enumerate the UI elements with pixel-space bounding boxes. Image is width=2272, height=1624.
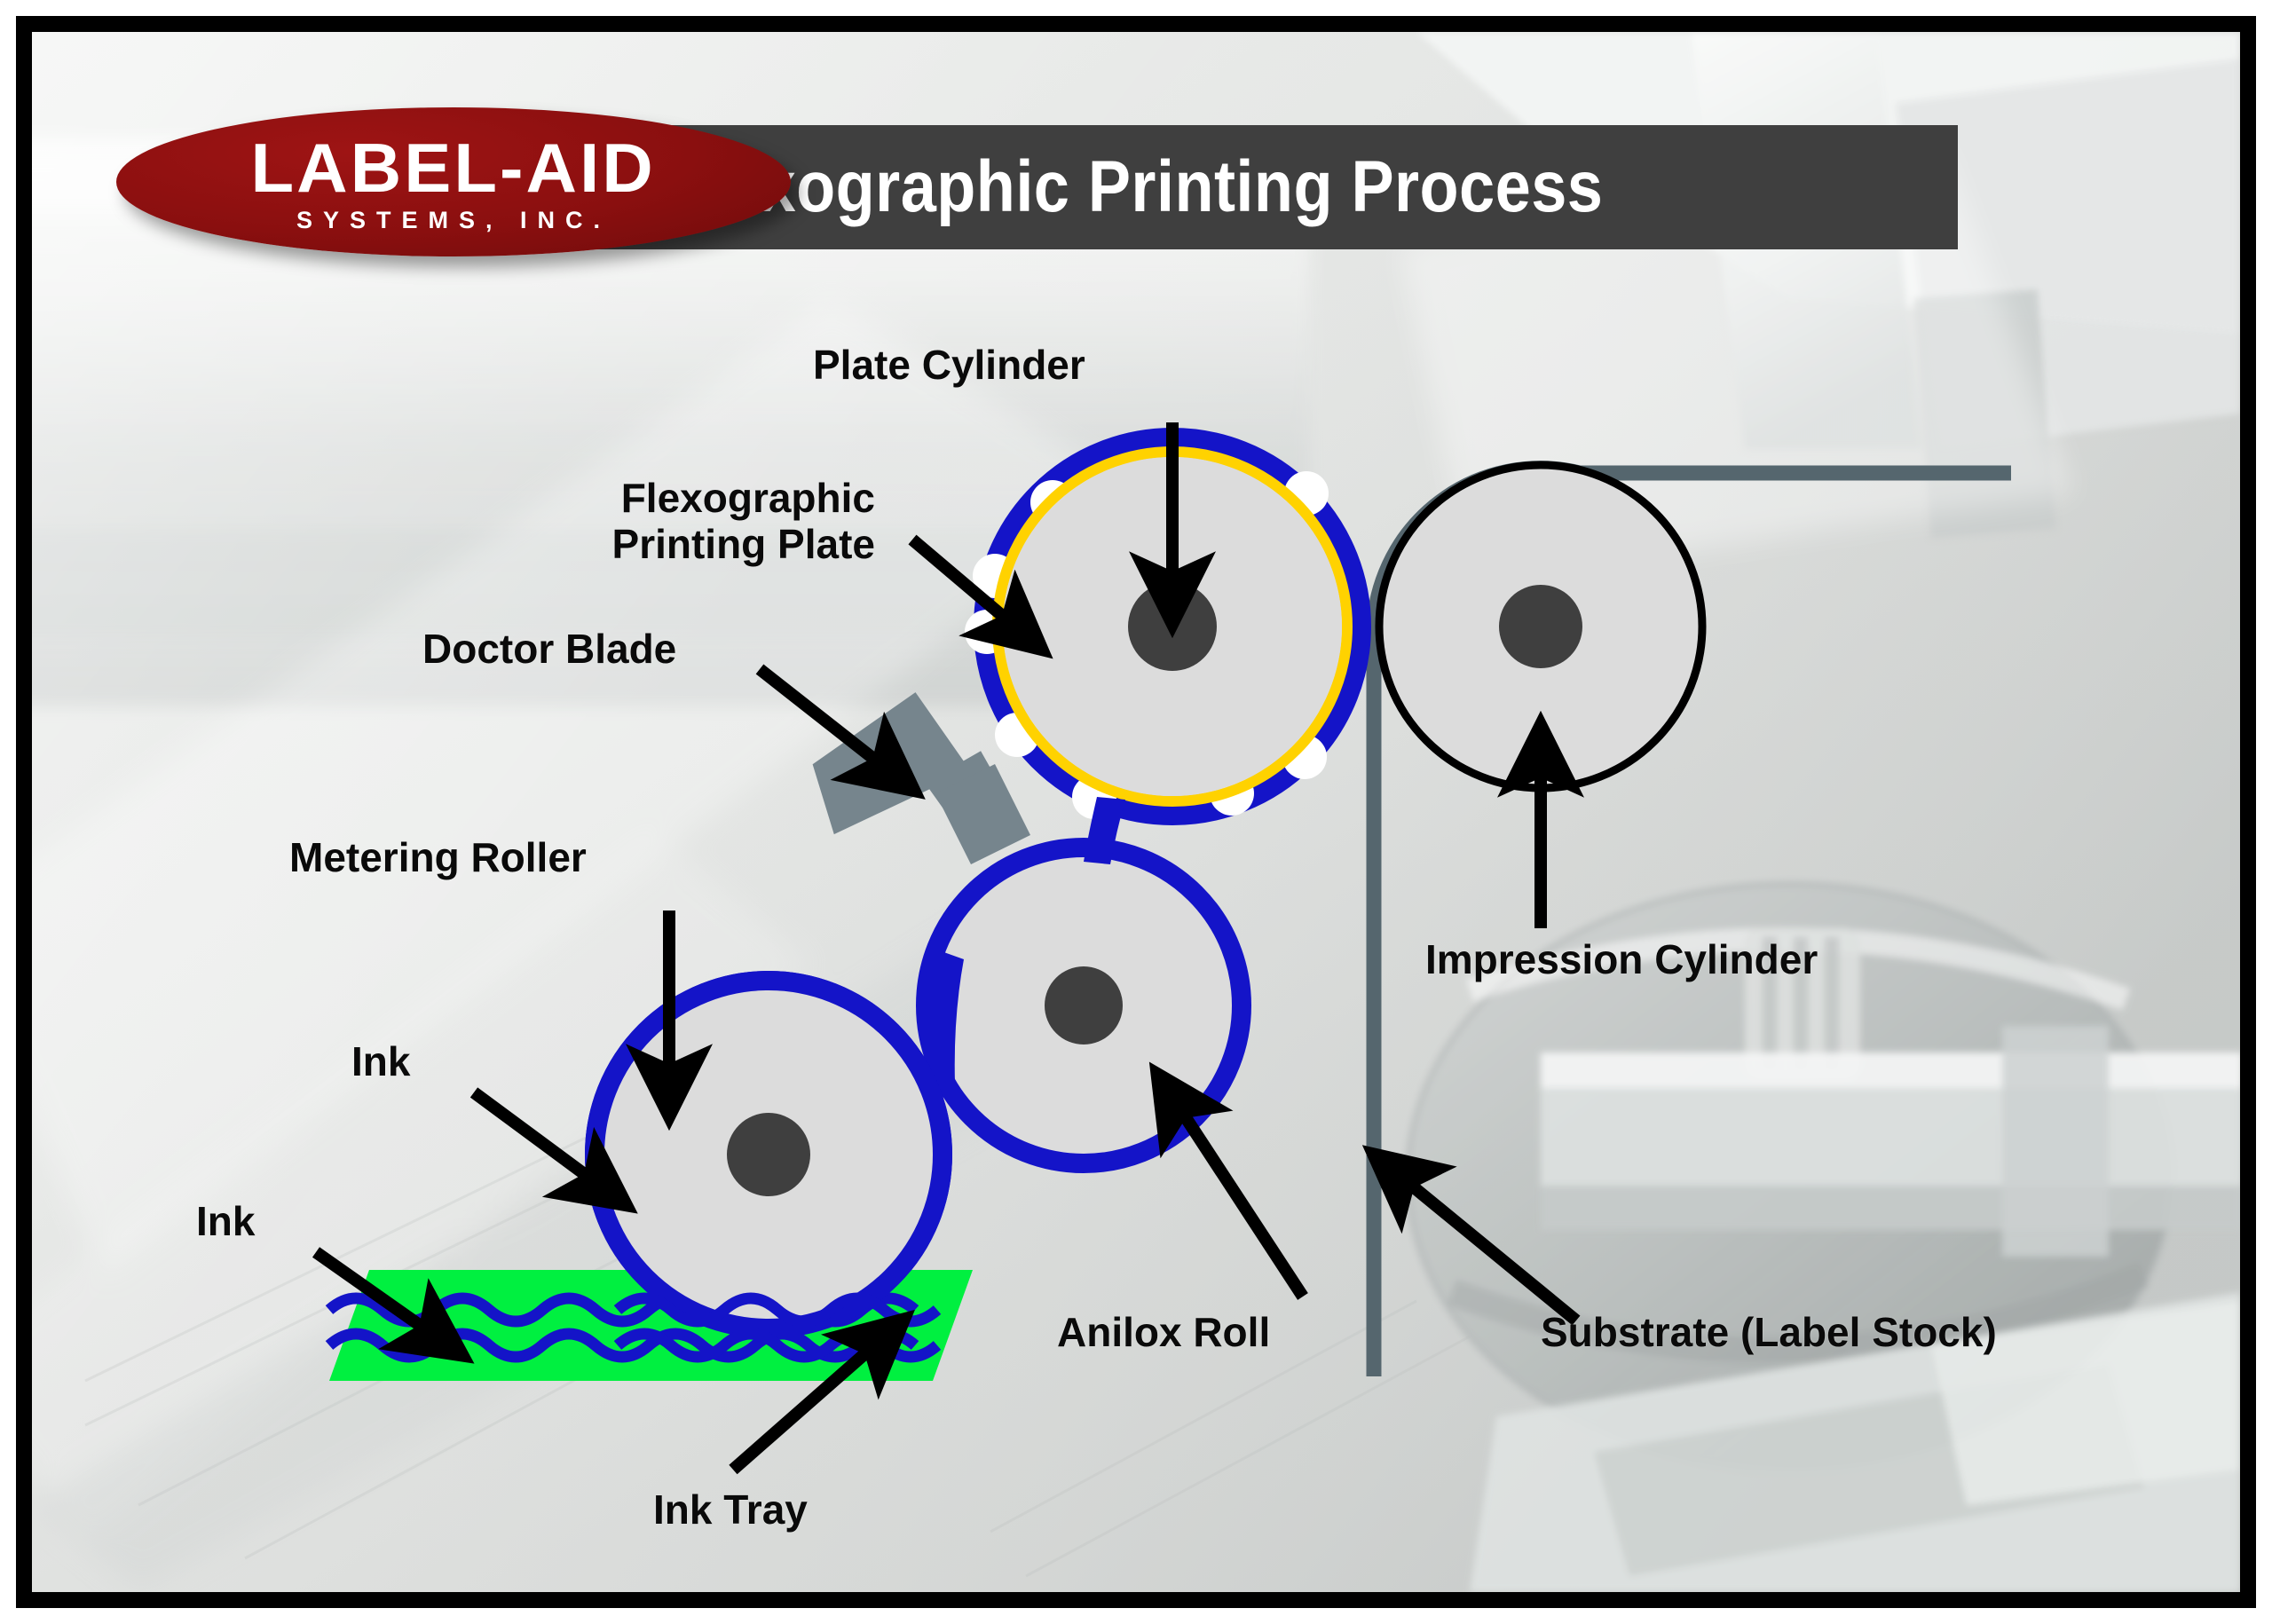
plate-cylinder-hub: [1128, 582, 1217, 671]
logo-wordmark: LABEL-AID: [250, 129, 657, 208]
arrow-ink-left: [469, 1087, 638, 1214]
company-logo: LABEL-AID SYSTEMS, INC.: [116, 107, 791, 256]
label-substrate: Substrate (Label Stock): [1541, 1309, 1997, 1355]
flexo-diagram: [312, 422, 2011, 1475]
label-ink-tray: Ink Tray: [653, 1486, 808, 1533]
arrow-ink-tray-ink: [312, 1247, 475, 1364]
arrow-printing-plate: [908, 534, 1053, 659]
plate-anilox-nip: [1084, 797, 1125, 864]
label-ink-left: Ink: [351, 1038, 411, 1084]
arrow-anilox-roll: [1148, 1061, 1308, 1300]
arrow-ink-tray: [729, 1309, 915, 1475]
plate-cylinder: [965, 428, 1371, 825]
anilox-roll-hub: [1045, 966, 1123, 1045]
arrow-doctor-blade: [755, 664, 926, 800]
anilox-roll: [916, 838, 1251, 1173]
label-impression-cylinder: Impression Cylinder: [1425, 936, 1818, 982]
label-ink-tray-ink: Ink: [196, 1198, 256, 1244]
impression-cylinder: [1375, 461, 1707, 792]
roller-nip: [929, 950, 964, 1084]
logo-tagline: SYSTEMS, INC.: [296, 206, 611, 233]
metering-roller-front: [585, 971, 952, 1338]
label-doctor-blade: Doctor Blade: [422, 626, 677, 672]
label-metering-roller: Metering Roller: [289, 834, 587, 880]
slide-canvas: Flexographic Printing Process LABEL-AID …: [32, 32, 2240, 1592]
impression-cylinder-hub: [1499, 585, 1582, 668]
arrow-substrate: [1361, 1145, 1581, 1326]
label-plate-cylinder: Plate Cylinder: [813, 342, 1085, 388]
leader-arrows: [312, 422, 1584, 1475]
label-flexographic-printing-plate: Flexographic Printing Plate: [611, 475, 875, 567]
page-title: Flexographic Printing Process: [667, 146, 1604, 227]
label-anilox-roll: Anilox Roll: [1057, 1309, 1271, 1355]
